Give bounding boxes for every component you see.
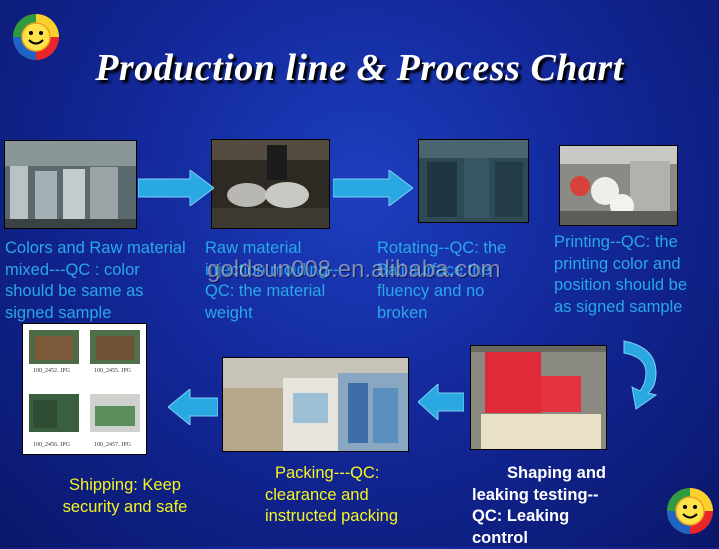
- caption-injection: Raw material injection molding-- QC: the…: [205, 239, 339, 322]
- shipping-photo-label: 100_2455. JPG: [94, 368, 132, 374]
- caption-packing: Packing---QC: clearance and instructed p…: [265, 464, 398, 525]
- watermark: goldsun008.en.alibaba.com: [207, 256, 501, 283]
- photo-shaping-testing: [470, 345, 607, 450]
- arrow-left-2-icon: [167, 387, 219, 430]
- shipping-photo-label: 100_2456. JPG: [33, 442, 71, 448]
- shipping-photo-label: 100_2457. JPG: [94, 442, 132, 448]
- photo-shipping-grid: 100_2452. JPG 100_2455. JPG 100_2456. JP…: [22, 323, 147, 455]
- arrow-left-1-icon: [417, 382, 465, 425]
- company-logo-top: [8, 10, 64, 62]
- shipping-photo-label: 100_2452. JPG: [33, 368, 71, 374]
- photo-raw-material-mixing: [4, 140, 137, 229]
- arrow-right-2-icon: [332, 169, 414, 211]
- caption-shipping: Shipping: Keep security and safe: [62, 476, 188, 516]
- photo-rotating: [418, 139, 529, 223]
- photo-packing: [222, 357, 409, 452]
- curved-arrow-down-icon: [622, 335, 664, 416]
- caption-rotating: Rotating--QC: the Ball surface the fluen…: [377, 239, 507, 322]
- company-logo-bottom: [662, 484, 718, 536]
- photo-injection-molding: [211, 139, 330, 229]
- caption-shaping: Shaping and leaking testing-- QC: Leakin…: [472, 464, 606, 547]
- caption-mixing: Colors and Raw material mixed---QC : col…: [5, 239, 186, 322]
- caption-printing: Printing--QC: the printing color and pos…: [554, 233, 688, 316]
- photo-printing: [559, 145, 678, 226]
- page-title: Production line & Process Chart: [95, 47, 624, 89]
- arrow-right-1-icon: [137, 169, 215, 211]
